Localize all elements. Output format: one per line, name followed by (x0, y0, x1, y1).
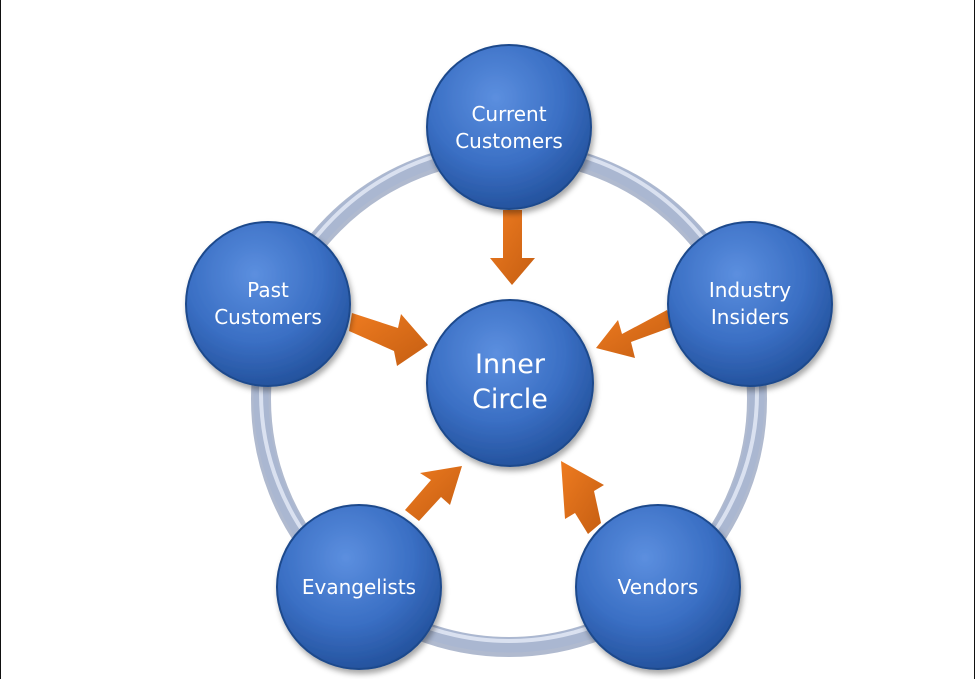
node-current-customers-circle (426, 44, 592, 210)
node-inner-circle-circle (426, 299, 594, 467)
node-vendors-label: Vendors (618, 575, 699, 599)
arrow-from-past-customers (349, 313, 428, 366)
node-past-customers-label-line-2: Customers (214, 305, 322, 329)
node-inner-circle-label-line-2: Circle (472, 384, 548, 415)
node-evangelists-label: Evangelists (302, 575, 416, 599)
arrow-from-industry-insiders (596, 310, 672, 358)
node-vendors: Vendors (575, 504, 741, 670)
node-past-customers-label-line-1: Past (247, 278, 289, 302)
node-current-customers: Current Customers (426, 44, 592, 210)
node-current-customers-label-line-1: Current (471, 102, 546, 126)
node-industry-insiders-label-line-2: Insiders (711, 305, 789, 329)
node-industry-insiders: Industry Insiders (667, 221, 833, 387)
node-evangelists: Evangelists (276, 504, 442, 670)
node-past-customers-circle (185, 221, 351, 387)
arrow-from-evangelists (405, 466, 462, 521)
node-current-customers-label-line-2: Customers (455, 129, 563, 153)
arrow-from-current-customers (490, 210, 535, 285)
node-evangelists-circle (276, 504, 442, 670)
node-vendors-circle (575, 504, 741, 670)
arrows-layer (349, 210, 672, 534)
left-edge-line (0, 0, 1, 679)
node-inner-circle-label-line-1: Inner (475, 349, 546, 380)
node-inner-circle: Inner Circle (426, 299, 594, 467)
arrow-from-vendors (561, 461, 604, 534)
node-industry-insiders-label-line-1: Industry (709, 278, 791, 302)
node-past-customers: Past Customers (185, 221, 351, 387)
node-industry-insiders-circle (667, 221, 833, 387)
